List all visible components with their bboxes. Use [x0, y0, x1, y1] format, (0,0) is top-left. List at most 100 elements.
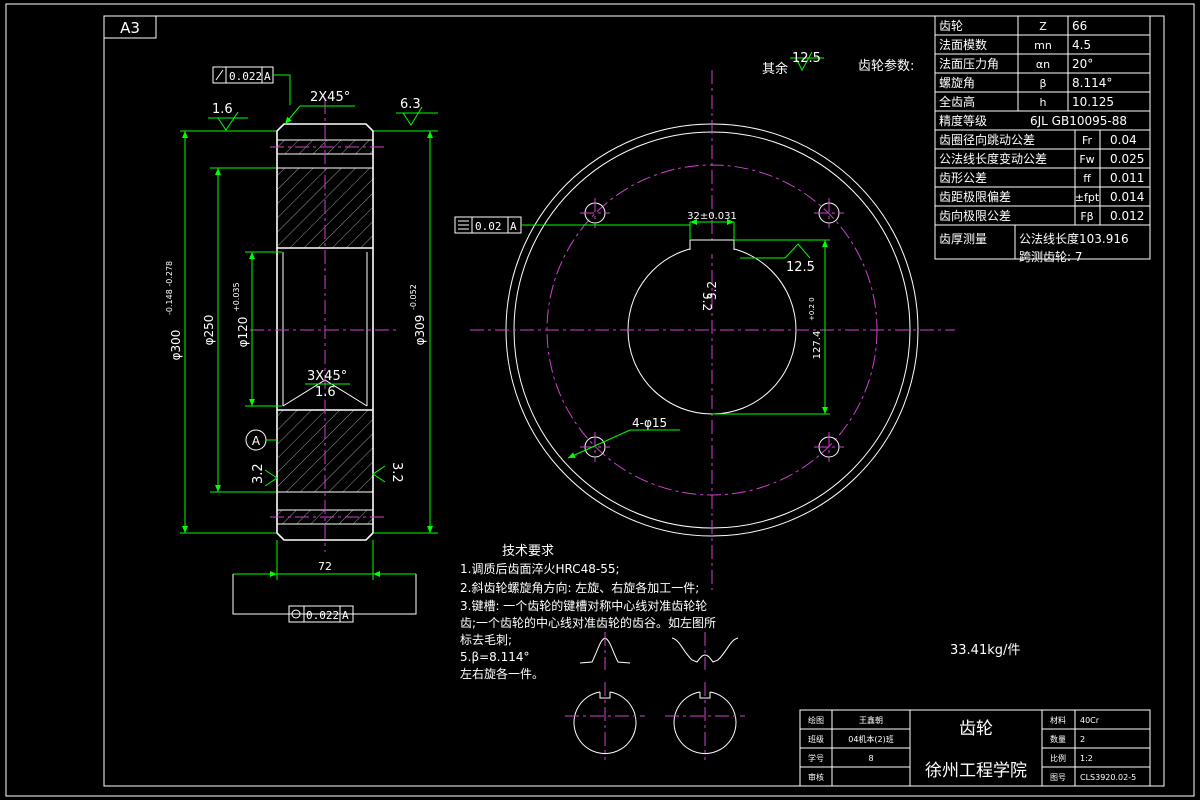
- tb-material-value: 40Cr: [1080, 716, 1100, 725]
- keyway-depth-tol: +0.2 0: [808, 297, 816, 321]
- tb-r1-value: 王鑫朝: [859, 715, 883, 725]
- accuracy-value: 6JL GB10095-88: [1030, 114, 1127, 128]
- param-value: 8.114°: [1072, 76, 1112, 90]
- tb-qty-label: 数量: [1050, 734, 1066, 744]
- tol-name: 公法线长度变动公差: [939, 151, 1047, 166]
- tech-req-line-5: 标去毛刺;: [460, 633, 512, 647]
- tol-value: 0.012: [1110, 209, 1144, 223]
- title-block: 绘图 王鑫朝 班级 04机本(2)班 学号 8 审核 齿轮 徐州工程学院 材料 …: [799, 709, 1151, 787]
- tooth-sketches: [565, 632, 745, 760]
- tech-req-line-4: 齿;一个齿轮的中心线对准齿轮的齿谷。如左图所: [460, 615, 716, 630]
- tb-r2-label: 班级: [808, 734, 824, 744]
- tb-qty-value: 2: [1080, 735, 1085, 744]
- param-value: 20°: [1072, 57, 1093, 71]
- tb-r1-label: 绘图: [808, 715, 824, 725]
- other-rough-value: 12.5: [792, 51, 821, 66]
- tech-requirements: 技术要求 1.调质后齿面淬火HRC48-55; 2.斜齿轮螺旋角方向: 左旋、右…: [460, 544, 716, 681]
- tol-symbol: ±fpt: [1075, 191, 1100, 204]
- param-name: 齿轮: [939, 19, 963, 33]
- param-name: 法面压力角: [939, 57, 999, 71]
- tb-material-label: 材料: [1050, 715, 1066, 725]
- param-name: 全齿高: [939, 94, 975, 109]
- tb-r4-label: 审核: [808, 772, 824, 782]
- accuracy-label: 精度等级: [939, 113, 987, 128]
- rough-left-value: 1.6: [212, 102, 233, 117]
- tb-r2-value: 04机本(2)班: [848, 734, 894, 744]
- rough-125-value: 12.5: [786, 260, 815, 275]
- param-symbol: mn: [1034, 39, 1052, 52]
- tb-part-name: 齿轮: [959, 719, 993, 739]
- tb-school: 徐州工程学院: [925, 761, 1027, 781]
- tol-sym-value: 0.02: [475, 220, 502, 233]
- rough-bl-value: 3.2: [251, 463, 266, 484]
- tech-req-line-7: 左右旋各一件。: [460, 666, 544, 681]
- rough-bore-value: 1.6: [315, 385, 336, 400]
- param-symbol: β: [1039, 77, 1046, 90]
- tol-bottom-value: 0.022: [306, 609, 339, 622]
- dim-309-tol: -0.052: [409, 284, 418, 310]
- tol-name: 齿形公差: [939, 171, 987, 185]
- other-rough-label: 其余: [762, 61, 788, 77]
- dim-250-label: φ250: [202, 315, 216, 346]
- tol-name: 齿距极限偏差: [939, 189, 1011, 204]
- tol-name: 齿圈径向跳动公差: [939, 132, 1035, 147]
- keyway-rough-1: 3.2: [705, 281, 719, 300]
- keyway-width: 32±0.031: [687, 211, 737, 222]
- tol-symbol: Fβ: [1080, 210, 1093, 223]
- thickness-line-1: 公法线长度103.916: [1019, 231, 1129, 246]
- tol-symbol: Fr: [1082, 134, 1093, 147]
- keyway: [689, 239, 735, 250]
- thickness-line-2: 跨测齿轮: 7: [1019, 250, 1083, 264]
- param-symbol: Z: [1039, 20, 1047, 33]
- sheet-size-label: A3: [120, 19, 140, 37]
- keyway-depth: 127.4: [812, 331, 823, 360]
- tb-drawing-no-label: 图号: [1050, 773, 1066, 782]
- holes-label: 4-φ15: [632, 416, 667, 430]
- bolt-holes: [580, 198, 844, 462]
- tech-req-line-6: 5.β=8.114°: [460, 650, 530, 664]
- rough-right-value: 6.3: [400, 97, 421, 112]
- param-symbol: h: [1040, 96, 1047, 109]
- dim-outer-label: φ300: [169, 330, 183, 361]
- tol-symbol: Fw: [1079, 153, 1094, 166]
- tb-r3-value: 8: [868, 754, 873, 763]
- dim-outer-tol: -0.148 -0.278: [165, 261, 174, 315]
- tol-name: 齿向极限公差: [939, 208, 1011, 223]
- sheet-size-box: [103, 15, 157, 39]
- param-name: 螺旋角: [939, 76, 975, 90]
- gear-outline: [276, 123, 374, 541]
- rough-br-value: 3.2: [389, 462, 404, 483]
- tol-value: 0.025: [1110, 152, 1144, 166]
- tol-frame-bottom: [288, 605, 354, 623]
- tol-top-value: 0.022: [229, 70, 262, 83]
- tech-req-line-1: 1.调质后齿面淬火HRC48-55;: [460, 561, 620, 576]
- datum-label: A: [252, 434, 261, 448]
- tb-scale-value: 1:2: [1080, 754, 1093, 763]
- width-label: 72: [318, 560, 332, 573]
- keyway-rough-2: 3.2: [700, 292, 714, 311]
- param-symbol: αn: [1036, 58, 1050, 71]
- tech-req-title: 技术要求: [502, 544, 554, 559]
- tol-symbol: ff: [1083, 172, 1091, 185]
- weight-label: 33.41kg/件: [950, 643, 1020, 658]
- tb-r3-label: 学号: [808, 753, 824, 763]
- tb-scale-label: 比例: [1050, 753, 1066, 763]
- chamfer-top: 2X45°: [310, 90, 350, 105]
- tol-top-datum: A: [264, 70, 271, 83]
- thickness-label: 齿厚测量: [939, 232, 987, 246]
- dim-bore-tol: +0.035: [232, 282, 241, 312]
- tol-value: 0.04: [1110, 133, 1137, 147]
- param-value: 66: [1072, 19, 1087, 33]
- section-view: 0.022 A 2X45° 1.6 6.3 φ300 -0.148 -0.278…: [165, 66, 438, 623]
- tol-value: 0.011: [1110, 171, 1144, 185]
- tech-req-line-2: 2.斜齿轮螺旋角方向: 左旋、右旋各加工一件;: [460, 580, 699, 595]
- outer-frame: [5, 3, 1195, 797]
- dim-309-label: φ309: [413, 315, 427, 346]
- param-value: 4.5: [1072, 38, 1091, 52]
- param-name: 法面模数: [939, 37, 987, 52]
- tol-value: 0.014: [1110, 190, 1144, 204]
- chamfer-bore: 3X45°: [307, 369, 347, 384]
- params-title: 齿轮参数:: [858, 58, 914, 74]
